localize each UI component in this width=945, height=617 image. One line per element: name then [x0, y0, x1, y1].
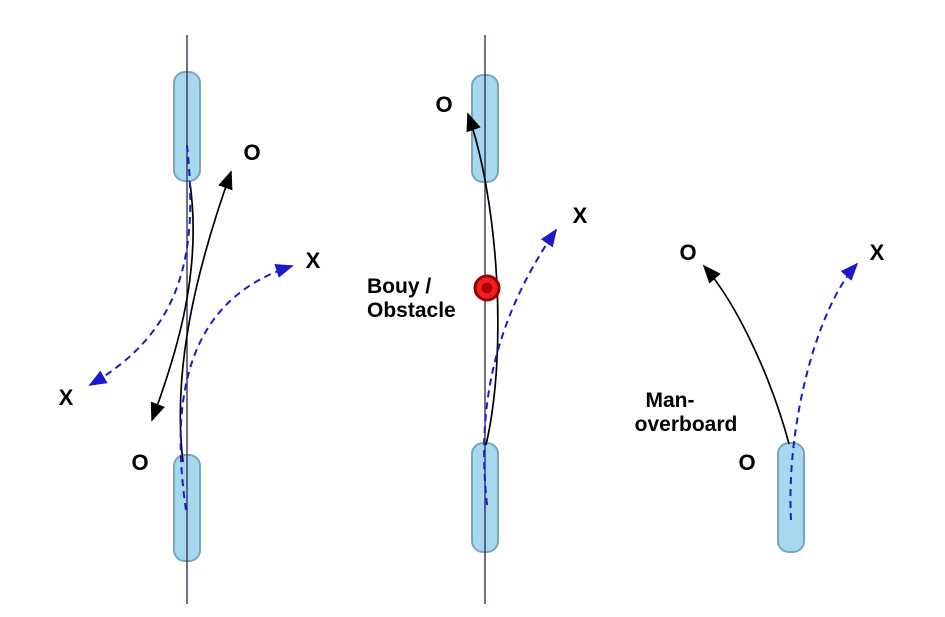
boat	[777, 442, 805, 553]
path-x-bottom-boat	[179, 264, 294, 511]
label-x-upper: X	[306, 248, 321, 273]
label-o: O	[435, 92, 452, 117]
label-o-start: O	[738, 450, 755, 475]
buoy-marker-inner	[481, 282, 493, 294]
path-x-around-buoy	[483, 228, 558, 506]
label-o: O	[679, 240, 696, 265]
label-x: X	[573, 203, 588, 228]
label-x: X	[870, 240, 885, 265]
path-o-bottom-boat	[179, 170, 233, 463]
panel-passing: O O X X	[59, 35, 321, 604]
panel-man-overboard: O X Man- overboard O	[635, 240, 885, 553]
man-overboard-caption-line2: overboard	[635, 413, 738, 436]
panel-obstacle: O X Bouy / Obstacle	[367, 35, 588, 604]
obstacle-caption-line2: Obstacle	[367, 299, 456, 322]
obstacle-caption-line1: Bouy /	[367, 275, 431, 298]
label-o-upper: O	[243, 140, 260, 165]
label-x-lower: X	[59, 385, 74, 410]
path-o-top-boat	[150, 182, 195, 422]
path-x-return	[789, 262, 859, 521]
path-o-return	[702, 264, 790, 445]
path-x-top-boat	[88, 144, 192, 386]
man-overboard-caption-line1: Man-	[646, 389, 695, 412]
path-o-around-buoy	[466, 112, 499, 446]
label-o-lower: O	[131, 450, 148, 475]
